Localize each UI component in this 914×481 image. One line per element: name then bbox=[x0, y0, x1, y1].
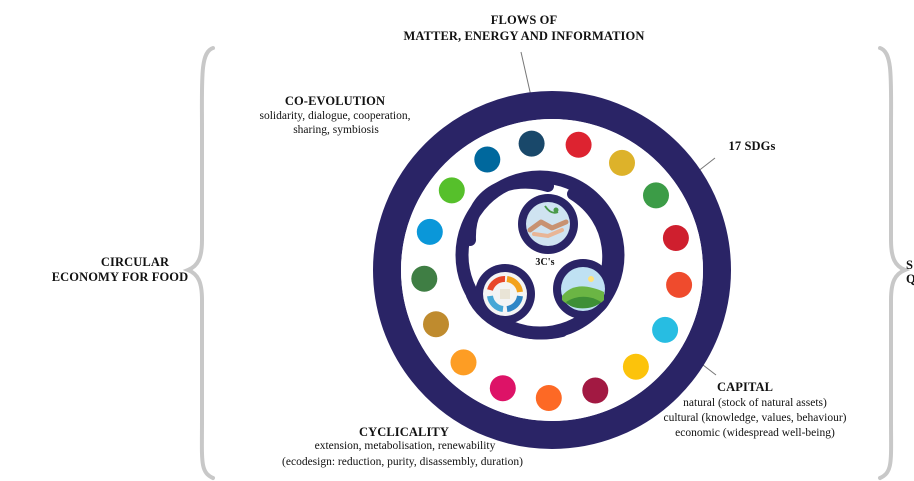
recycle-icon bbox=[487, 276, 523, 312]
capital-line3: economic (widespread well-being) bbox=[675, 427, 835, 439]
sdg-dot-16 bbox=[474, 146, 501, 173]
capital-title: CAPITAL bbox=[716, 380, 774, 394]
coevolution-line1: solidarity, dialogue, cooperation, bbox=[259, 110, 411, 122]
flows-title-line2: MATTER, ENERGY AND INFORMATION bbox=[403, 29, 645, 43]
sdg-dots bbox=[411, 130, 693, 411]
sdg-dot-6 bbox=[652, 316, 679, 343]
sdg-dot-8 bbox=[582, 377, 609, 404]
cyclicality-title: CYCLICALITY bbox=[358, 425, 449, 439]
coevolution-title: CO-EVOLUTION bbox=[284, 94, 386, 108]
outer-ring bbox=[373, 91, 731, 449]
sdg-dot-11 bbox=[450, 349, 477, 376]
right-brace bbox=[878, 46, 911, 480]
right-cut-label-line1: S bbox=[906, 258, 914, 272]
sdg-dot-3 bbox=[643, 182, 669, 209]
ring-interior bbox=[401, 119, 703, 421]
circular-economy-line1: CIRCULAR bbox=[100, 255, 170, 269]
capital-line1: natural (stock of natural assets) bbox=[683, 397, 827, 409]
cyclicality-line2: (ecodesign: reduction, purity, disassemb… bbox=[282, 456, 523, 468]
sdg-dot-2 bbox=[609, 149, 635, 176]
left-brace bbox=[182, 46, 215, 480]
right-cut-label-line2: Q bbox=[906, 272, 914, 286]
circular-economy-line2: ECONOMY FOR FOOD bbox=[51, 270, 189, 284]
sdg-dot-4 bbox=[662, 225, 689, 251]
sdg-dot-12 bbox=[423, 311, 449, 338]
sdg-dot-13 bbox=[411, 265, 438, 292]
handshake-icon bbox=[527, 205, 569, 239]
capital-line2: cultural (knowledge, values, behaviour) bbox=[663, 412, 847, 424]
center-3cs-label: 3C's bbox=[535, 257, 555, 268]
sdg-dot-15 bbox=[438, 177, 465, 204]
sdg-dot-14 bbox=[416, 218, 443, 245]
sdg-dot-17 bbox=[518, 130, 545, 157]
sdg-dot-7 bbox=[622, 353, 649, 380]
swirl-arm-top bbox=[463, 176, 554, 246]
flows-title-line1: FLOWS OF bbox=[490, 13, 558, 27]
sdg-dot-5 bbox=[666, 271, 693, 298]
sdgs-title: 17 SDGs bbox=[728, 139, 776, 153]
cyclicality-line1: extension, metabolisation, renewability bbox=[314, 440, 496, 452]
sdg-dot-1 bbox=[565, 131, 592, 158]
sdg-dot-10 bbox=[489, 375, 516, 402]
landscape-icon bbox=[562, 276, 604, 309]
coevolution-line2: sharing, symbiosis bbox=[293, 124, 379, 136]
sdg-dot-9 bbox=[535, 385, 562, 411]
